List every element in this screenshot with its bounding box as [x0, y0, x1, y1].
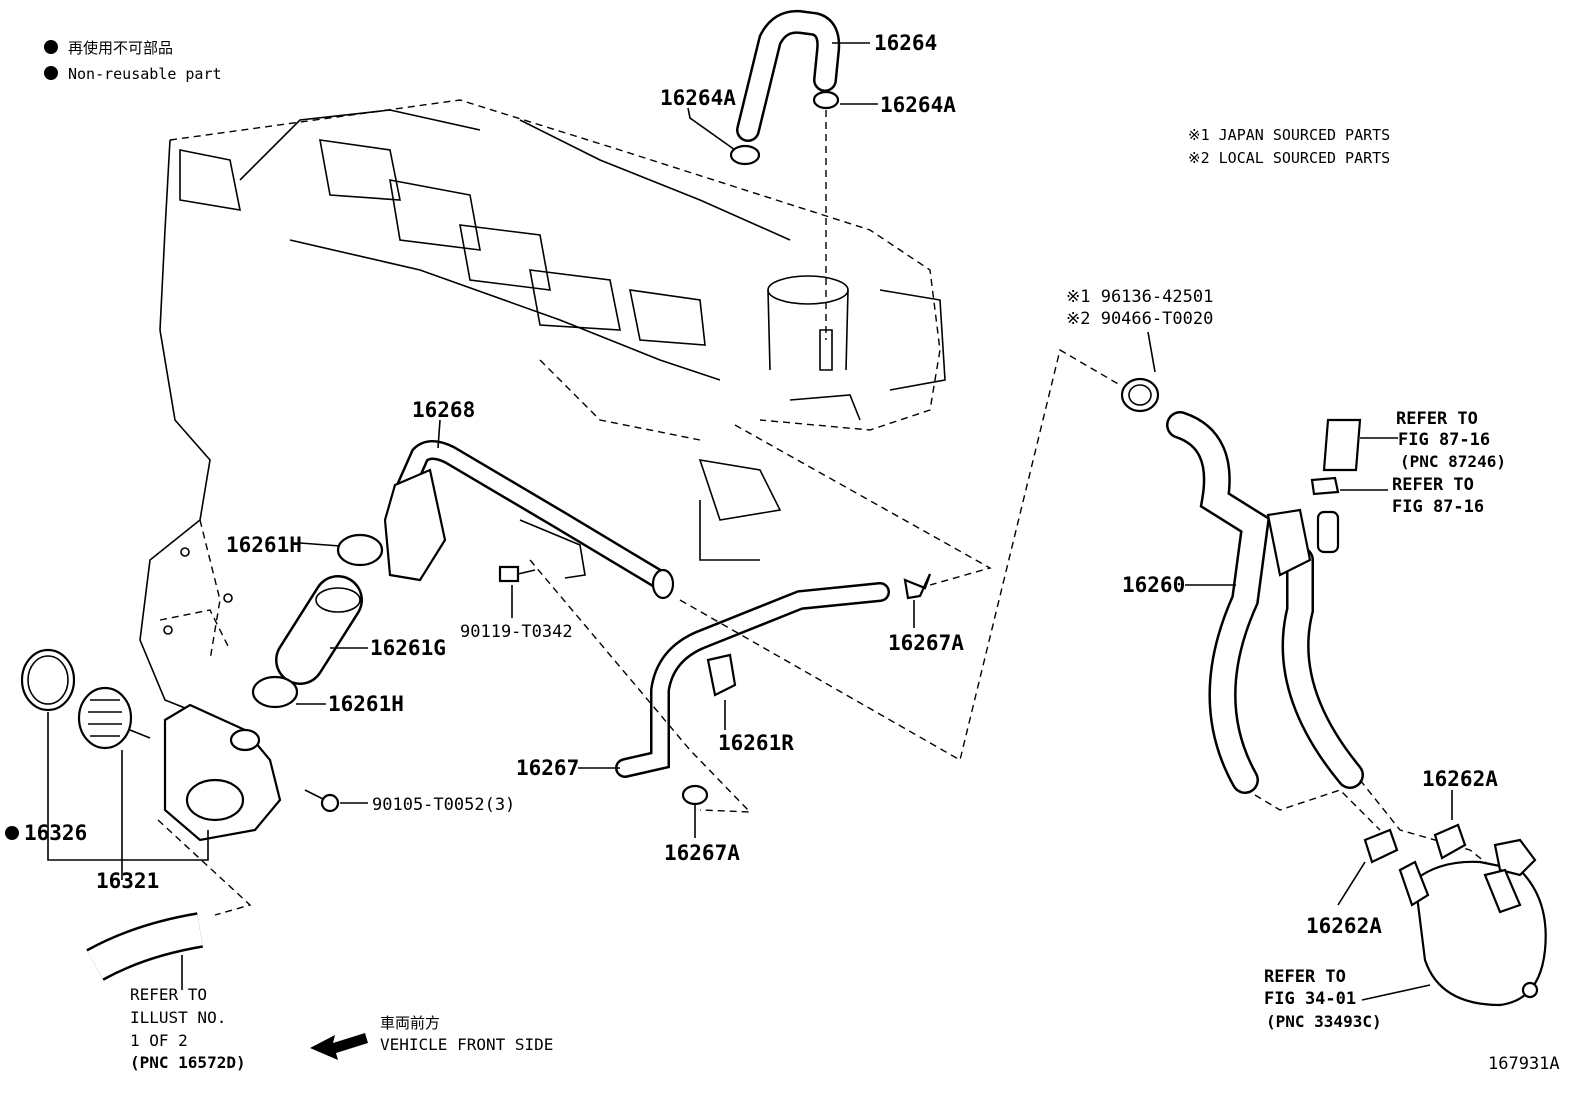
vehicle-front-en: VEHICLE FRONT SIDE: [380, 1035, 553, 1054]
label-16264A-right: 16264A: [880, 93, 956, 117]
clamp-16264A-right: [812, 90, 840, 110]
clamp-16262A-left: [1363, 828, 1399, 864]
label-16264A-left: 16264A: [660, 86, 736, 110]
hose-16264: [736, 9, 841, 142]
clamp-16261H-lower: [251, 675, 299, 709]
label-16321: 16321: [96, 869, 159, 893]
refer-87246-line3: (PNC 87246): [1400, 452, 1506, 471]
refer-87246-line1: REFER TO: [1396, 409, 1478, 429]
hose-16261G: [275, 575, 363, 685]
label-96136: ※1 96136-42501: [1066, 287, 1213, 307]
refer-8716-line1: REFER TO: [1392, 475, 1474, 495]
label-16261G: 16261G: [370, 636, 446, 660]
pipe-16268: [383, 440, 675, 600]
label-90105: 90105-T0052(3): [372, 795, 515, 815]
label-16326: 16326: [24, 821, 87, 845]
label-16261H-upper: 16261H: [226, 533, 302, 557]
refer-87246-line2: FIG 87-16: [1398, 430, 1490, 450]
figure-id: 167931A: [1488, 1054, 1560, 1074]
label-16262A-left: 16262A: [1306, 914, 1382, 938]
label-16262A-right: 16262A: [1422, 767, 1498, 791]
refer-illust-line1: REFER TO: [130, 985, 207, 1004]
label-16260: 16260: [1122, 573, 1185, 597]
label-16261R: 16261R: [718, 731, 794, 755]
bolt-90105: [304, 789, 340, 813]
non-reusable-bullet-icon: [44, 66, 58, 80]
legend-en: Non-reusable part: [68, 65, 222, 83]
clamp-16264A-left: [729, 144, 761, 166]
non-reusable-bullet-icon: [5, 826, 19, 840]
refer-33493c-line2: FIG 34-01: [1264, 989, 1356, 1009]
label-90119: 90119-T0342: [460, 622, 573, 642]
label-16261H-lower: 16261H: [328, 692, 404, 716]
engine-block-outline: [139, 99, 946, 721]
clamp-16261H-upper: [336, 533, 384, 567]
hose-16267: [615, 582, 890, 778]
clamp-16267A-lower: [681, 784, 709, 806]
refer-illust-line4: (PNC 16572D): [130, 1053, 246, 1072]
clamp-96136: [1120, 377, 1160, 413]
refer-33493c-line3: (PNC 33493C): [1266, 1012, 1382, 1031]
water-inlet-housing: [163, 703, 282, 842]
vehicle-front-arrow-icon: [310, 1033, 368, 1060]
label-16267: 16267: [516, 756, 579, 780]
refer-illust-line2: ILLUST NO.: [130, 1008, 226, 1027]
note-local-sourced: ※2 LOCAL SOURCED PARTS: [1188, 149, 1390, 167]
label-90466: ※2 90466-T0020: [1066, 309, 1213, 329]
legend-jp: 再使用不可部品: [68, 39, 173, 57]
label-16264: 16264: [874, 31, 937, 55]
label-16268: 16268: [412, 398, 475, 422]
clamp-16261R: [706, 653, 737, 697]
note-japan-sourced: ※1 JAPAN SOURCED PARTS: [1188, 126, 1390, 144]
clamp-16262A-right: [1433, 823, 1467, 860]
clamp-16267A-upper: [903, 573, 932, 600]
vehicle-front-jp: 車両前方: [380, 1014, 440, 1032]
oil-cooler: [1398, 838, 1547, 1007]
non-reusable-bullet-icon: [44, 40, 58, 54]
radiator-hose-stub: [86, 912, 204, 981]
gasket-16326: [20, 648, 76, 712]
refer-33493c-line1: REFER TO: [1264, 967, 1346, 987]
refer-illust-line3: 1 OF 2: [130, 1031, 188, 1050]
thermostat-16321: [77, 686, 151, 750]
label-16267A-upper: 16267A: [888, 631, 964, 655]
hose-assembly-16260: [1166, 411, 1364, 794]
refer-8716-line2: FIG 87-16: [1392, 497, 1484, 517]
label-16267A-lower: 16267A: [664, 841, 740, 865]
bolt-90119: [498, 565, 536, 583]
